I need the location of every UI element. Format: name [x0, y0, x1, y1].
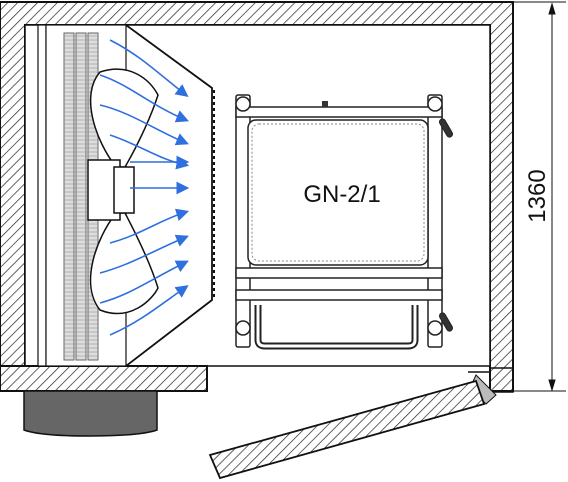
airflow-arrow [109, 285, 189, 336]
fan-icon [87, 68, 159, 315]
airflow-arrow [99, 104, 189, 146]
airflow-arrow [99, 260, 189, 304]
dimension-label: 1360 [524, 169, 551, 222]
door [208, 367, 514, 480]
airflow-arrow [99, 234, 189, 274]
airflow-arrow [99, 74, 189, 123]
airflow-arrows [99, 39, 190, 336]
fan-shroud [125, 24, 213, 367]
airflow-arrow [109, 208, 190, 244]
dimension-line [512, 1, 566, 392]
tray-label: GN-2/1 [303, 181, 380, 208]
tray-trolley [235, 94, 453, 350]
airflow-arrow [109, 39, 189, 97]
compressor-unit [23, 390, 158, 437]
